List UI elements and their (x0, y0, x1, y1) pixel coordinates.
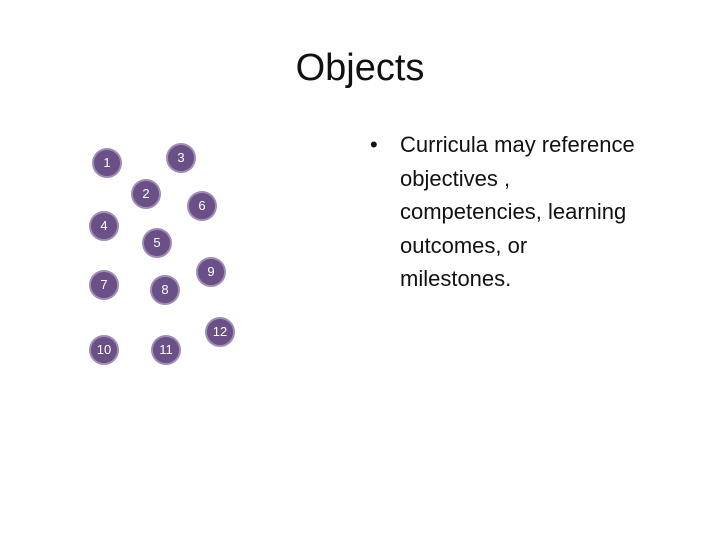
bullet-list: • Curricula may reference objectives , c… (370, 128, 700, 296)
node-circle: 11 (151, 335, 181, 365)
node-circle: 8 (150, 275, 180, 305)
node-circle: 5 (142, 228, 172, 258)
bullet-line: Curricula may reference (400, 132, 635, 157)
slide-title: Objects (295, 47, 425, 89)
node-circle: 6 (187, 191, 217, 221)
node-circle: 4 (89, 211, 119, 241)
bullet-line: objectives , (400, 165, 511, 191)
node-circle: 1 (92, 148, 122, 178)
bullet-line: competencies, learning (400, 199, 627, 224)
node-circle: 9 (196, 257, 226, 287)
node-circle: 2 (131, 179, 161, 209)
bullet-item: • Curricula may reference objectives , c… (370, 128, 700, 296)
node-circle: 7 (89, 270, 119, 300)
bullet-dot-icon: • (370, 132, 378, 157)
bullet-line: milestones. (400, 266, 512, 291)
bullet-line: outcomes, or (400, 232, 528, 258)
node-circle: 3 (166, 143, 196, 173)
node-circle: 10 (89, 335, 119, 365)
node-circle: 12 (205, 317, 235, 347)
